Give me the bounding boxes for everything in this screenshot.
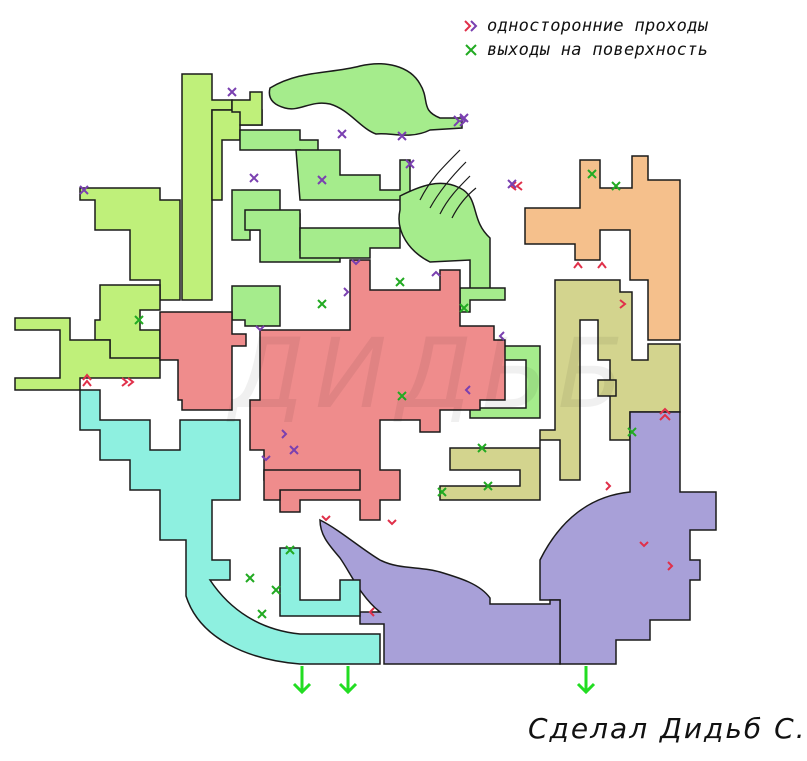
one-way-passage-icon [573,261,583,269]
x-marker-purple [405,159,415,169]
zone-green [231,63,541,419]
x-marker-purple [337,129,347,139]
one-way-passage-icon [368,607,375,617]
zone-olive [439,279,681,501]
surface-exit-icon [257,609,267,619]
x-marker-purple [317,175,327,185]
surface-exit-icon [627,427,637,437]
x-marker-purple [459,113,469,123]
author-signature: Сделал Дидьб С. [528,712,807,745]
surface-exit-icon [437,487,447,497]
one-way-passage-icon [281,429,288,439]
one-way-passage-icon [667,561,674,571]
x-marker-purple [397,131,407,141]
zone-orange [524,155,681,341]
legend-one-way-label: односторонние проходы [487,16,709,36]
legend-exits-label: выходы на поверхность [487,40,709,60]
one-way-passage-icon [431,270,441,277]
legend-row-one-way: односторонние проходы [463,14,708,38]
one-way-passage-icon [453,115,467,127]
x-markers [79,87,637,619]
x-marker-purple [79,185,89,195]
one-way-markers [82,115,674,617]
exit-arrow-icon [338,666,358,695]
surface-exit-icon [477,443,487,453]
zone-purple [319,411,717,665]
surface-exit-icon [395,277,405,287]
surface-exit-arrows [292,666,596,695]
surface-exit-icon [271,585,281,595]
x-marker-purple [249,173,259,183]
one-way-passage-icon [605,481,612,491]
surface-exit-icon [397,391,407,401]
exit-arrow-icon [292,666,312,695]
one-way-passage-icon [639,541,649,548]
one-way-passage-icon [659,407,671,421]
cave-passage-lines [419,149,477,219]
one-way-passage-icon [597,261,607,269]
one-way-passage-icon [464,385,471,395]
legend-row-exits: выходы на поверхность [463,38,708,62]
x-marker-purple [507,179,517,189]
zone-salmon [159,259,506,521]
one-way-passage-icon [255,325,265,332]
surface-exit-icon [483,481,493,491]
exit-arrow-icon [576,666,596,695]
x-marker-purple [289,445,299,455]
zone-lime [14,73,263,391]
surface-exit-icon [285,545,295,555]
one-way-passage-icon [498,331,505,341]
surface-exit-icon [459,303,469,313]
one-way-passage-icon [351,259,361,266]
surface-exit-icon [465,44,477,56]
one-way-passage-icon [121,377,135,387]
x-marker-purple [227,87,237,97]
one-way-passage-icon [261,455,271,462]
surface-exit-icon [134,315,144,325]
surface-exit-icon [587,169,597,179]
surface-exit-icon [317,299,327,309]
legend: односторонние проходы выходы на поверхно… [463,14,708,62]
one-way-passage-icon [619,299,627,309]
one-way-passage-icon [82,373,92,387]
one-way-passage-icon [387,519,397,526]
one-way-passage-icon [464,20,478,32]
surface-exit-icon [245,573,255,583]
one-way-passage-icon [321,515,331,522]
one-way-passage-icon [343,287,350,297]
surface-exit-icon [611,181,621,191]
zone-cyan [79,389,381,665]
